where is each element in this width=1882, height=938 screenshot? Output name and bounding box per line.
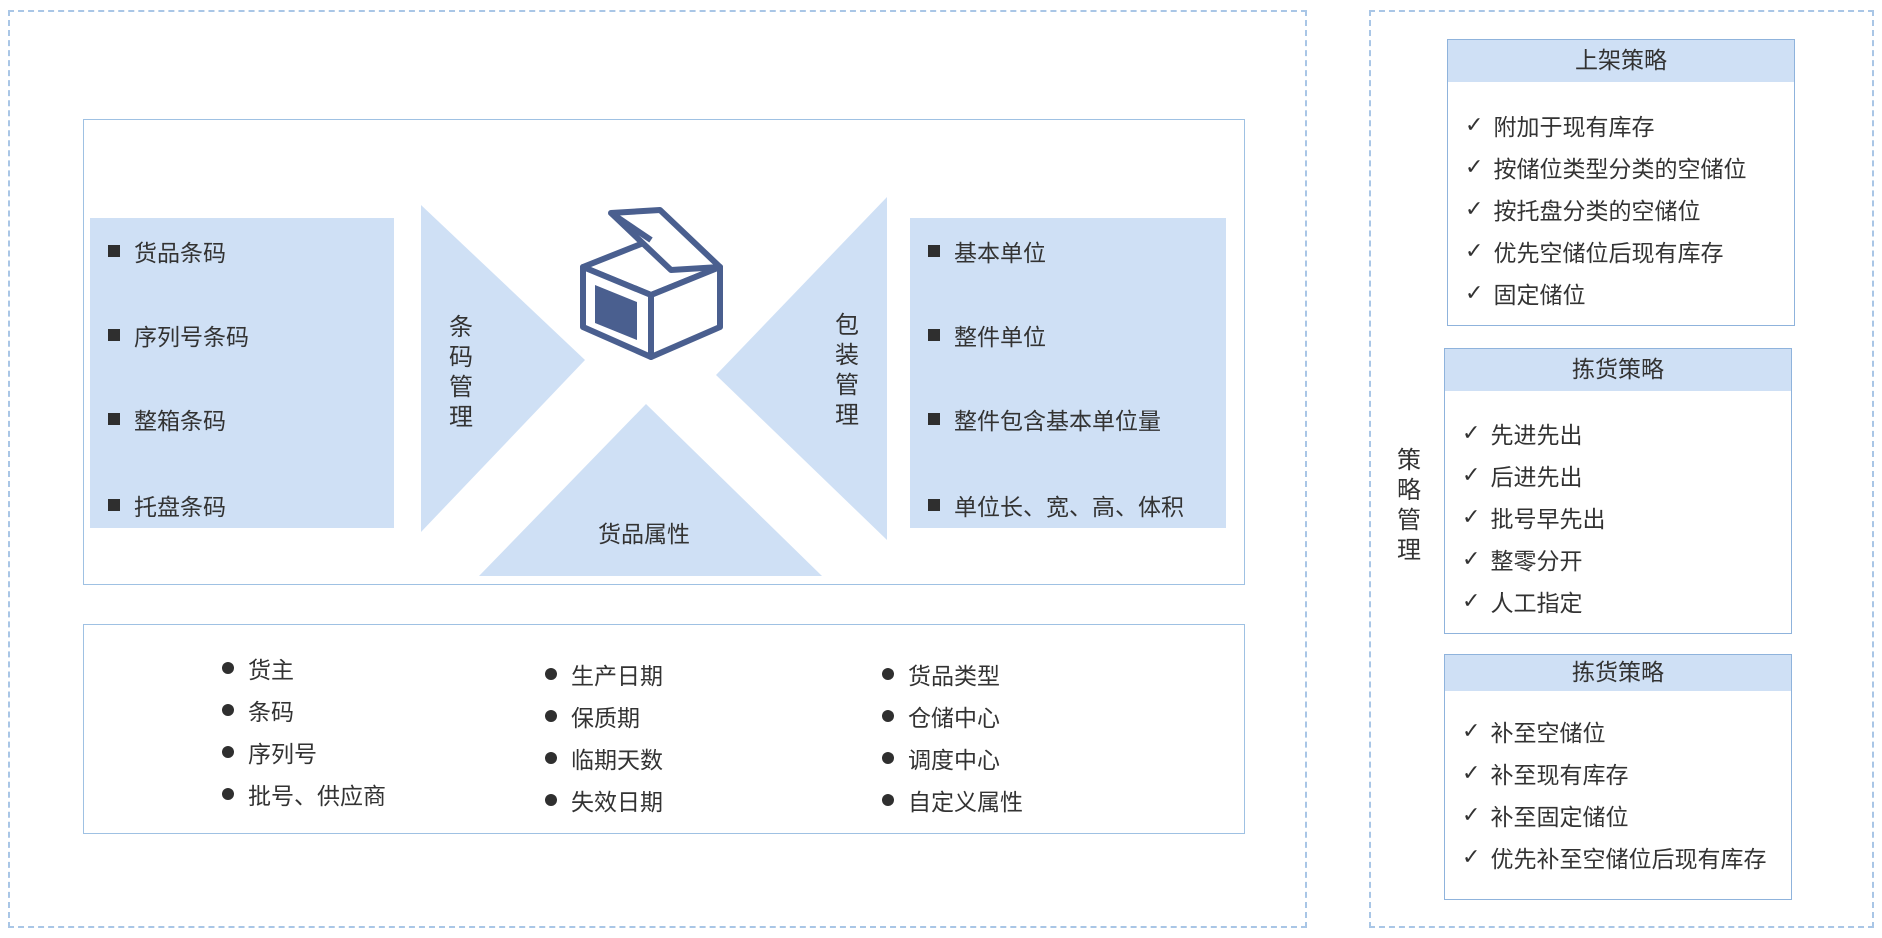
- picking-strategy-item: ✓整零分开: [1462, 546, 1583, 576]
- unit-item: 整件单位: [928, 318, 1046, 352]
- attribute-item: 货主: [222, 651, 294, 685]
- attribute-item: 条码: [222, 693, 294, 727]
- putaway-strategy-item: ✓优先空储位后现有库存: [1465, 238, 1724, 268]
- attribute-item: 失效日期: [545, 783, 663, 817]
- putaway-strategy-title: 上架策略: [1448, 40, 1794, 82]
- check-icon: ✓: [1465, 196, 1484, 222]
- picking-strategy-box: 拣货策略: [1444, 348, 1792, 634]
- strategy-management-label: 策略管理: [1397, 446, 1421, 564]
- attribute-item: 生产日期: [545, 657, 663, 691]
- attribute-item: 货品类型: [882, 657, 1000, 691]
- unit-item: 基本单位: [928, 234, 1046, 268]
- attribute-item: 保质期: [545, 699, 640, 733]
- putaway-strategy-box: 上架策略: [1447, 39, 1795, 326]
- check-icon: ✓: [1462, 802, 1481, 828]
- check-icon: ✓: [1462, 844, 1481, 870]
- barcode-management-label: 条码管理: [449, 313, 473, 431]
- replenish-strategy-title: 拣货策略: [1445, 655, 1791, 691]
- attribute-item: 临期天数: [545, 741, 663, 775]
- replenish-strategy-item: ✓优先补至空储位后现有库存: [1462, 844, 1767, 874]
- attribute-item: 序列号: [222, 735, 317, 769]
- unit-item: 整件包含基本单位量: [928, 402, 1161, 436]
- check-icon: ✓: [1462, 546, 1481, 572]
- check-icon: ✓: [1462, 588, 1481, 614]
- check-icon: ✓: [1462, 420, 1481, 446]
- picking-strategy-title: 拣货策略: [1445, 349, 1791, 391]
- packaging-management-label: 包装管理: [835, 311, 859, 429]
- barcode-item: 序列号条码: [108, 318, 249, 352]
- barcode-item: 整箱条码: [108, 402, 226, 436]
- check-icon: ✓: [1465, 280, 1484, 306]
- right-dashed-container: [1369, 10, 1874, 928]
- left-dashed-container: [8, 10, 1307, 928]
- unit-item: 单位长、宽、高、体积: [928, 488, 1184, 522]
- picking-strategy-item: ✓后进先出: [1462, 462, 1583, 492]
- check-icon: ✓: [1465, 238, 1484, 264]
- attribute-item: 批号、供应商: [222, 777, 386, 811]
- check-icon: ✓: [1462, 718, 1481, 744]
- attributes-panel: [83, 624, 1245, 834]
- unit-list-panel: [910, 218, 1226, 528]
- check-icon: ✓: [1462, 504, 1481, 530]
- barcode-triangle: [421, 205, 585, 532]
- putaway-strategy-item: ✓按储位类型分类的空储位: [1465, 154, 1747, 184]
- check-icon: ✓: [1465, 154, 1484, 180]
- replenish-strategy-item: ✓补至现有库存: [1462, 760, 1629, 790]
- replenish-strategy-item: ✓补至空储位: [1462, 718, 1606, 748]
- picking-strategy-item: ✓先进先出: [1462, 420, 1583, 450]
- attribute-label: 货品属性: [598, 522, 690, 548]
- attribute-triangle: [479, 404, 822, 576]
- picking-strategy-item: ✓批号早先出: [1462, 504, 1606, 534]
- check-icon: ✓: [1462, 462, 1481, 488]
- putaway-strategy-item: ✓附加于现有库存: [1465, 112, 1655, 142]
- check-icon: ✓: [1462, 760, 1481, 786]
- attribute-item: 自定义属性: [882, 783, 1023, 817]
- packaging-triangle: [716, 197, 887, 540]
- putaway-strategy-item: ✓按托盘分类的空储位: [1465, 196, 1701, 226]
- replenish-strategy-box: 拣货策略: [1444, 654, 1792, 900]
- attribute-item: 调度中心: [882, 741, 1000, 775]
- barcode-item: 托盘条码: [108, 488, 226, 522]
- picking-strategy-item: ✓人工指定: [1462, 588, 1583, 618]
- check-icon: ✓: [1465, 112, 1484, 138]
- attribute-item: 仓储中心: [882, 699, 1000, 733]
- barcode-item: 货品条码: [108, 234, 226, 268]
- putaway-strategy-item: ✓固定储位: [1465, 280, 1586, 310]
- replenish-strategy-item: ✓补至固定储位: [1462, 802, 1629, 832]
- barcode-list-panel: [90, 218, 394, 528]
- box-icon: [580, 207, 723, 360]
